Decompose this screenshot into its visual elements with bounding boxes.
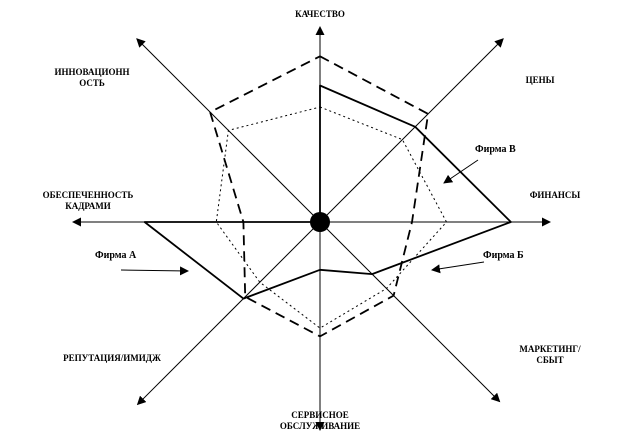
callout-arrow-фирма-в <box>443 159 479 184</box>
axis-label-line: СБЫТ <box>536 355 563 365</box>
axis-labels: КАЧЕСТВО ЦЕНЫ ФИНАНСЫ МАРКЕТИНГ/СБЫТ СЕРВИСН… <box>43 9 581 431</box>
axis-label-line: ОБЕСПЕЧЕННОСТЬ <box>43 190 134 200</box>
callout-label-фирма-б: Фирма Б <box>483 250 524 261</box>
callout-arrow-фирма-б <box>431 261 485 274</box>
axis-label-quality: КАЧЕСТВО <box>295 9 345 19</box>
callout-label-фирма-а: Фирма А <box>95 250 137 261</box>
axis-label-line: МАРКЕТИНГ/ <box>519 344 581 354</box>
axis-label-line: РЕПУТАЦИЯ/ИМИДЖ <box>63 353 161 363</box>
axis-label-marketing: МАРКЕТИНГ/СБЫТ <box>519 344 581 365</box>
callout-label-фирма-в: Фирма В <box>475 144 516 155</box>
callout-arrow-фирма-а <box>120 266 189 276</box>
axis-label-reputation: РЕПУТАЦИЯ/ИМИДЖ <box>63 353 161 363</box>
axis-label-line: КАЧЕСТВО <box>295 9 345 19</box>
axis-label-line: КАДРАМИ <box>65 201 111 211</box>
axis-label-line: ФИНАНСЫ <box>530 190 581 200</box>
center-dot <box>310 212 330 232</box>
series-polygon-фирма-в <box>215 106 447 329</box>
series-callouts: Фирма В Фирма Б Фирма А <box>95 144 524 276</box>
series-polygon-фирма-а <box>209 55 430 338</box>
radar-series <box>143 55 512 338</box>
series-polygon-фирма-б <box>143 84 512 300</box>
axis-label-finance: ФИНАНСЫ <box>530 190 581 200</box>
axis-label-line: ОБСЛУЖИВАНИЕ <box>280 421 360 431</box>
axis-label-line: ИННОВАЦИОНН <box>55 67 130 77</box>
radar-axes <box>72 26 551 431</box>
axis-label-line: ЦЕНЫ <box>526 75 555 85</box>
axis-label-line: ОСТЬ <box>79 78 105 88</box>
axis-label-prices: ЦЕНЫ <box>526 75 555 85</box>
axis-label-line: СЕРВИСНОЕ <box>291 410 349 420</box>
